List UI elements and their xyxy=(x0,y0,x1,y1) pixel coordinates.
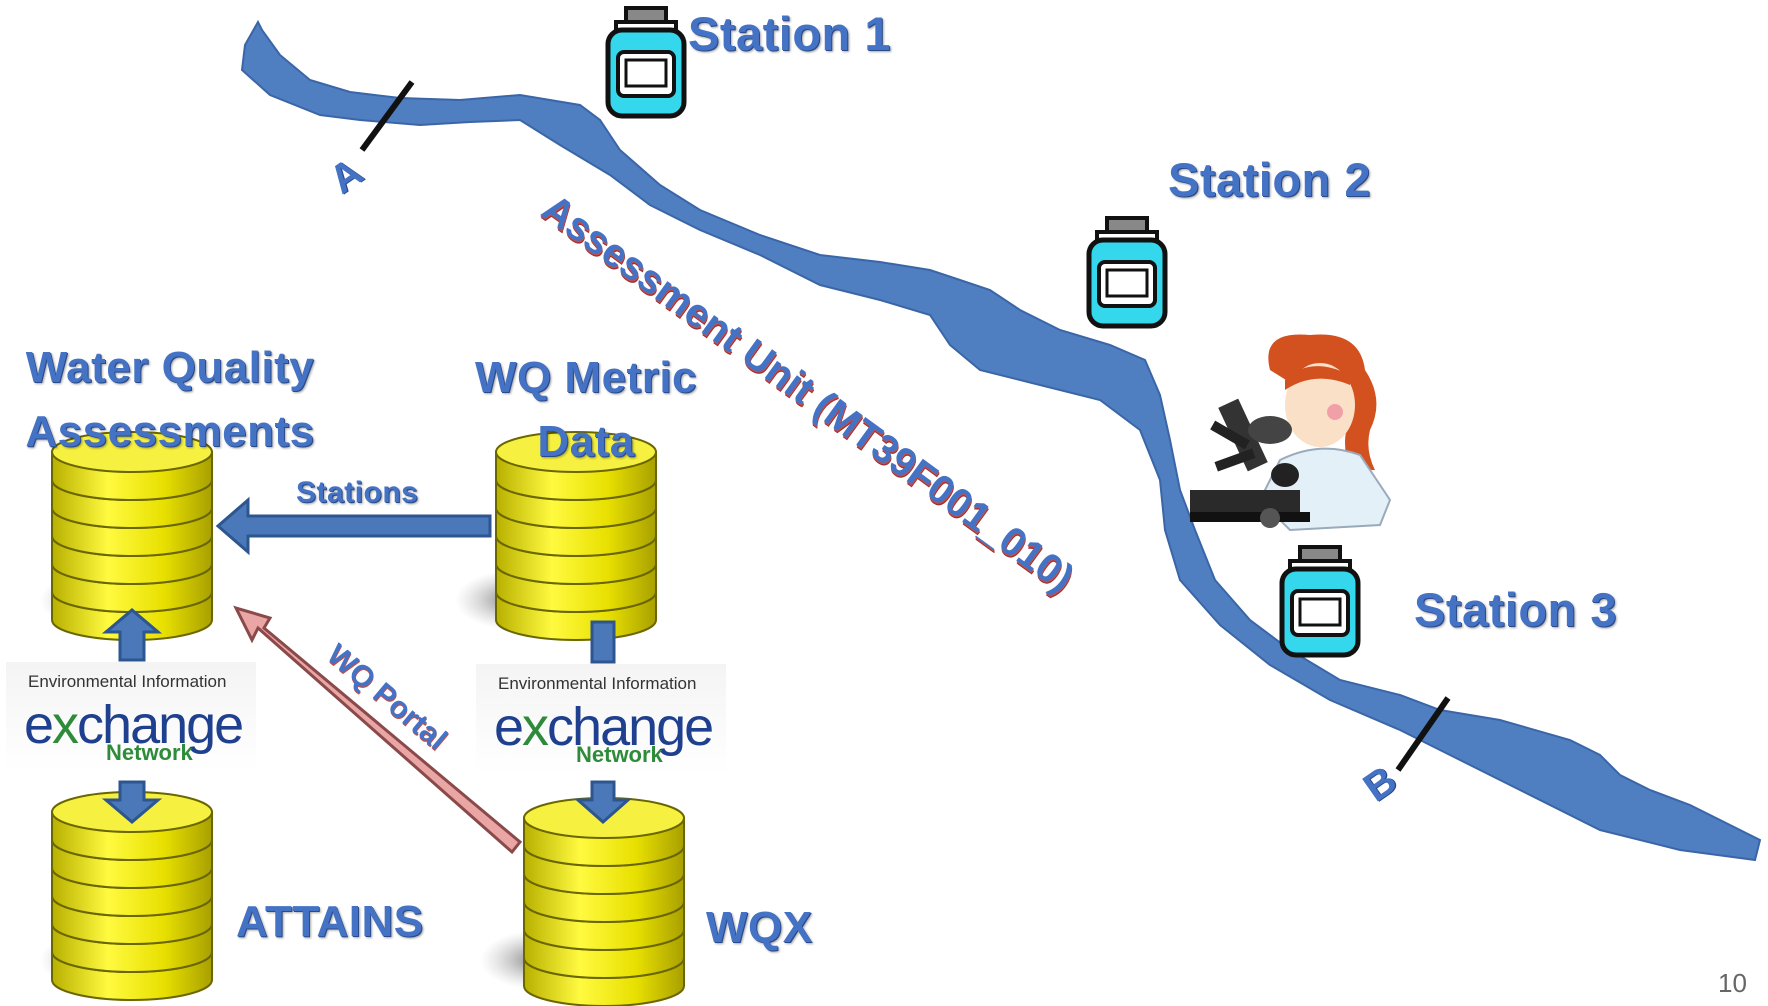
sample-bottle-icon xyxy=(1279,545,1361,658)
exchange-network-logo: Environmental Information exchange Netwo… xyxy=(476,664,726,774)
exchange-network-logo: Environmental Information exchange Netwo… xyxy=(6,662,256,772)
page-number: 10 xyxy=(1718,968,1747,998)
scientist-microscope-icon xyxy=(1190,334,1392,532)
station-3-label: Station 3 xyxy=(1414,583,1617,636)
wq-assessments-label: Water Quality Assessments xyxy=(25,343,315,456)
stations-link-label: Stations xyxy=(296,476,419,509)
wqx-label: WQX xyxy=(706,903,813,952)
wq-portal-arrow xyxy=(233,605,523,855)
section-line-a xyxy=(359,80,415,152)
wq-assessments-db xyxy=(51,431,213,641)
station-2-label: Station 2 xyxy=(1168,153,1371,206)
wq-metric-db xyxy=(495,431,657,641)
sample-bottle-icon xyxy=(1086,216,1168,329)
down-arrow xyxy=(574,780,632,824)
attains-db xyxy=(51,791,213,1001)
up-arrow xyxy=(101,608,163,662)
down-arrow xyxy=(101,780,163,824)
metric-connector xyxy=(590,620,616,664)
sample-bottle-icon xyxy=(605,6,687,119)
station-1-label: Station 1 xyxy=(688,7,891,60)
wq-metric-label: WQ Metric Data xyxy=(474,353,698,466)
section-line-b xyxy=(1395,696,1451,772)
wqx-db xyxy=(523,797,685,1006)
attains-label: ATTAINS xyxy=(236,897,424,946)
stations-arrow xyxy=(215,496,492,556)
